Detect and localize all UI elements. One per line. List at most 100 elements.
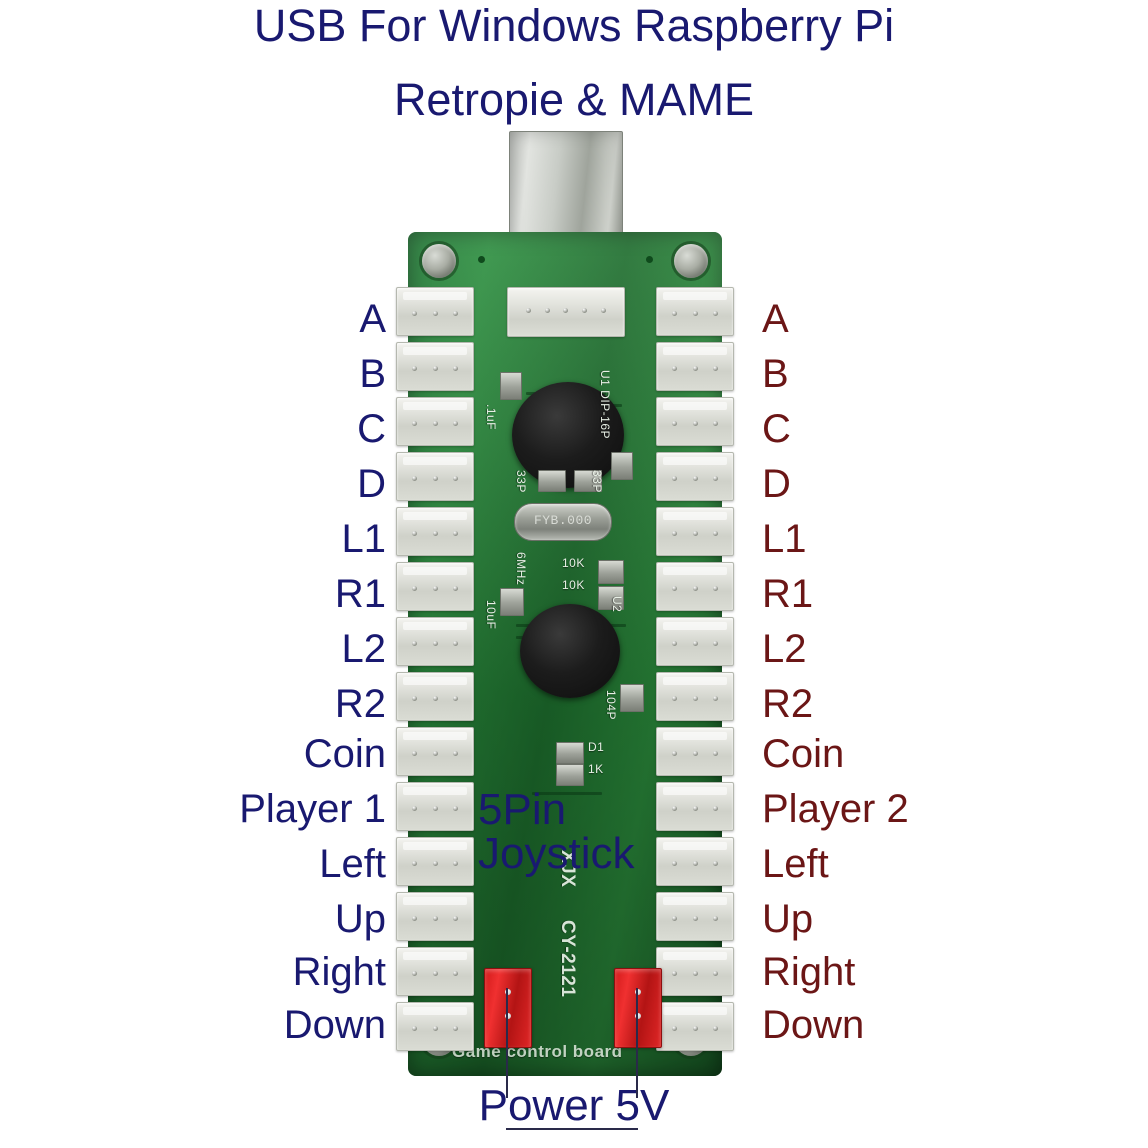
- label-left-joy-left: Left: [319, 842, 386, 886]
- connector-left-joy-right: [396, 947, 474, 996]
- connector-right-joy-down: [656, 1002, 734, 1051]
- smd-capacitor-33p-left: [538, 470, 566, 492]
- mounting-hole-top-right: [674, 244, 708, 278]
- label-left-r1: R1: [334, 572, 386, 616]
- label-right-joy-down: Down: [762, 1003, 865, 1047]
- callout-joystick-line1: 5Pin: [478, 785, 567, 834]
- connector-left-b: [396, 342, 474, 391]
- silk-board-name: Game control board: [452, 1042, 623, 1061]
- via: [478, 256, 485, 263]
- smd-capacitor-104p: [620, 684, 644, 712]
- label-right-r2: R2: [762, 682, 814, 726]
- title-line-1: USB For Windows Raspberry Pi: [253, 0, 895, 51]
- label-left-player1: Player 1: [239, 787, 386, 831]
- label-left-a: A: [359, 297, 386, 341]
- ic-chip-u2: [520, 604, 620, 698]
- label-right-c: C: [762, 407, 791, 451]
- connector-right-joy-left: [656, 837, 734, 886]
- smd-capacitor-33p-right: [574, 470, 602, 492]
- connector-left-r1: [396, 562, 474, 611]
- connector-left-l2: [396, 617, 474, 666]
- label-left-joy-right: Right: [292, 950, 386, 994]
- smd-capacitor-10uf: [500, 588, 524, 616]
- silk-res-10k-a: 10K: [562, 556, 585, 570]
- ic-chip-u1: [512, 382, 624, 488]
- callout-joystick-line2: Joystick: [478, 829, 635, 878]
- silk-model-cy2121: CY-2121: [557, 920, 578, 998]
- label-left-r2: R2: [334, 682, 386, 726]
- connector-left-joy-up: [396, 892, 474, 941]
- connector-pins: [512, 308, 620, 316]
- connector-right-d: [656, 452, 734, 501]
- mounting-hole-top-left: [422, 244, 456, 278]
- pcb-trace: [532, 792, 602, 795]
- label-right-joy-left: Left: [762, 842, 829, 886]
- connector-left-joy-down: [396, 1002, 474, 1051]
- connector-left-d: [396, 452, 474, 501]
- silk-crystal-freq: 6MHz: [514, 552, 528, 586]
- smd-resistor-10k-a: [598, 560, 624, 584]
- silk-cap-33p-left: 33P: [514, 470, 528, 493]
- silk-cap-104p: 104P: [604, 690, 618, 721]
- callout-power-5v: Power 5V: [478, 1081, 670, 1130]
- label-right-l1: L1: [762, 517, 807, 561]
- label-right-d: D: [762, 462, 791, 506]
- silk-cap-10uf: 10uF: [484, 600, 498, 630]
- smd-resistor-a: [611, 452, 633, 480]
- label-left-joy-down: Down: [283, 1003, 386, 1047]
- silk-res-10k-b: 10K: [562, 578, 585, 592]
- label-left-c: C: [357, 407, 386, 451]
- label-right-r1: R1: [762, 572, 814, 616]
- silk-cap-1uf: .1uF: [484, 404, 498, 431]
- connector-right-c: [656, 397, 734, 446]
- connector-left-r2: [396, 672, 474, 721]
- power-leader-line-right: [636, 988, 638, 1098]
- crystal-marking: FYB.000: [533, 513, 593, 528]
- label-left-l1: L1: [341, 517, 387, 561]
- label-left-b: B: [359, 352, 386, 396]
- label-left-coin: Coin: [303, 732, 386, 776]
- label-right-a: A: [762, 297, 789, 341]
- label-right-player2: Player 2: [762, 787, 909, 831]
- via: [646, 256, 653, 263]
- silk-res-1k: 1K: [588, 762, 604, 776]
- joystick-5pin-connector: [507, 287, 625, 337]
- power-leader-line-left: [506, 988, 508, 1098]
- label-left-joy-up: Up: [334, 897, 386, 941]
- title-line-2: Retropie & MAME: [393, 74, 755, 125]
- smd-resistor-1k: [556, 764, 584, 786]
- power-leader-line-bottom: [506, 1128, 638, 1130]
- label-right-coin: Coin: [762, 732, 845, 776]
- connector-left-coin: [396, 727, 474, 776]
- connector-left-c: [396, 397, 474, 446]
- connector-left-joy-left: [396, 837, 474, 886]
- smd-diode-d1: [556, 742, 584, 764]
- connector-right-coin: [656, 727, 734, 776]
- smd-capacitor-1uf: [500, 372, 522, 400]
- connector-right-r2: [656, 672, 734, 721]
- connector-left-l1: [396, 507, 474, 556]
- connector-right-joy-up: [656, 892, 734, 941]
- silk-diode-d1: D1: [588, 740, 605, 754]
- connector-left-a: [396, 287, 474, 336]
- connector-right-l2: [656, 617, 734, 666]
- connector-right-r1: [656, 562, 734, 611]
- label-left-d: D: [357, 462, 386, 506]
- connector-right-l1: [656, 507, 734, 556]
- silk-u2: U2: [610, 596, 624, 613]
- connector-right-a: [656, 287, 734, 336]
- label-right-b: B: [762, 352, 789, 396]
- connector-right-joy-right: [656, 947, 734, 996]
- connector-right-player2: [656, 782, 734, 831]
- label-right-joy-right: Right: [762, 950, 856, 994]
- label-right-joy-up: Up: [762, 897, 814, 941]
- label-right-l2: L2: [762, 627, 807, 671]
- label-left-l2: L2: [341, 627, 387, 671]
- power-connector-left: [484, 968, 532, 1048]
- connector-left-player1: [396, 782, 474, 831]
- smd-resistor-10k-b: [598, 586, 624, 610]
- crystal-oscillator: FYB.000: [514, 503, 612, 541]
- silk-u1-dip16p: U1 DIP-16P: [598, 370, 612, 440]
- connector-right-b: [656, 342, 734, 391]
